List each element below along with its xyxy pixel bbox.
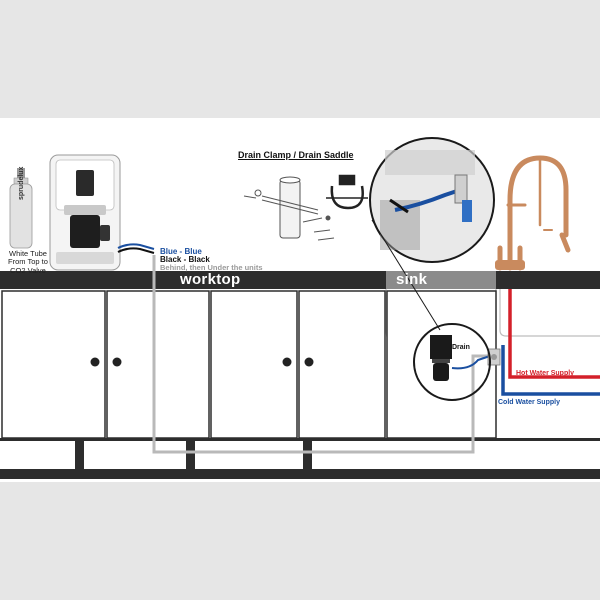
cabinet-knob-icon bbox=[112, 357, 122, 367]
magnifier-circle-lower bbox=[413, 323, 491, 401]
drain-pipe bbox=[430, 335, 452, 381]
magnifier-connector bbox=[371, 219, 441, 331]
cabinets bbox=[1, 290, 497, 439]
plinth-leg-3 bbox=[303, 441, 312, 469]
tube-route-line bbox=[152, 255, 493, 454]
cabinet-door-4 bbox=[298, 290, 386, 439]
brand-label: sprudelux bbox=[18, 166, 25, 200]
cabinet-knob-icon bbox=[282, 357, 292, 367]
drain-tube bbox=[451, 355, 491, 370]
t-valve bbox=[487, 348, 501, 366]
cabinet-door-2 bbox=[106, 290, 210, 439]
drain-label: Drain bbox=[452, 344, 470, 351]
hot-water-label: Hot Water Supply bbox=[516, 370, 575, 377]
cabinet-knob-icon bbox=[304, 357, 314, 367]
dispenser-black-tube bbox=[117, 247, 155, 254]
plinth-leg-1 bbox=[75, 441, 84, 469]
sink-basin-right bbox=[499, 289, 600, 337]
drain-clamp-title: Drain Clamp / Drain Saddle bbox=[238, 150, 354, 160]
top-band bbox=[0, 0, 600, 118]
plinth-leg-2 bbox=[186, 441, 195, 469]
white-tube-note: White Tube From Top to CO2 Valve bbox=[8, 249, 48, 275]
cabinet-door-3 bbox=[210, 290, 298, 439]
cold-water-pipe bbox=[501, 345, 600, 396]
floor-rail bbox=[0, 469, 600, 479]
plinth-top bbox=[0, 438, 600, 441]
magnifier-circle-upper bbox=[369, 137, 495, 263]
cabinet-knob-icon bbox=[90, 357, 100, 367]
worktop-label: worktop bbox=[180, 271, 241, 288]
co2-cylinder-icon bbox=[9, 168, 33, 249]
cold-water-label: Cold Water Supply bbox=[498, 399, 560, 406]
dispenser-blue-tube bbox=[117, 243, 155, 250]
sink-segment bbox=[386, 271, 496, 289]
water-dispenser-icon bbox=[49, 154, 121, 271]
black-connection-label: Black - Black bbox=[160, 255, 210, 264]
worktop-bar bbox=[0, 271, 600, 289]
sink-label: sink bbox=[396, 271, 428, 288]
hot-water-pipe bbox=[508, 289, 600, 379]
drain-saddle-icon bbox=[326, 174, 368, 210]
drain-clamp-icon bbox=[243, 176, 335, 241]
cabinet-knobs bbox=[90, 357, 314, 367]
blue-connection-label: Blue - Blue bbox=[160, 247, 202, 256]
cabinet-door-1 bbox=[1, 290, 106, 439]
faucet-icon bbox=[495, 155, 571, 271]
bottom-band bbox=[0, 482, 600, 600]
route-note-label: Behind, then Under the units bbox=[160, 263, 263, 272]
